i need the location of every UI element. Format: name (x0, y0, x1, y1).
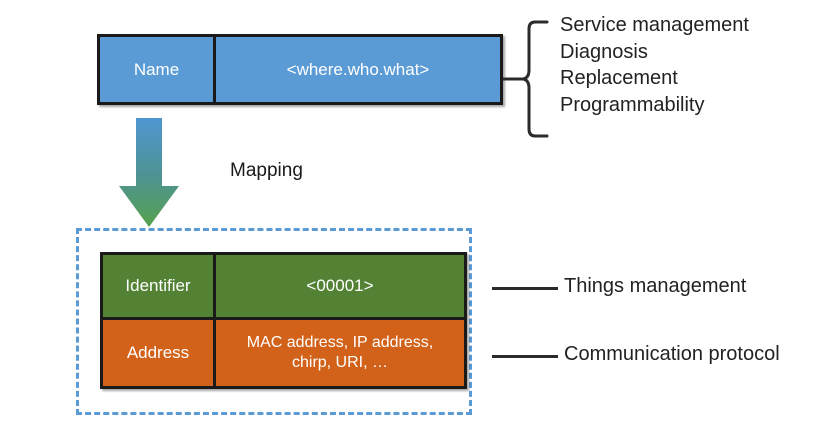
address-row: Address MAC address, IP address, chirp, … (100, 320, 467, 389)
identifier-row: Identifier <00001> (100, 252, 467, 320)
capability-service-management: Service management (560, 14, 749, 36)
capability-replacement: Replacement (560, 67, 678, 90)
address-value-line-2: chirp, URI, … (291, 354, 388, 371)
identifier-label-cell: Identifier (103, 255, 216, 317)
identifier-leader-line (492, 287, 558, 290)
name-row: Name <where.who.what> (97, 34, 503, 105)
mapping-label: Mapping (230, 160, 303, 181)
identifier-side-label: Things management (564, 275, 747, 297)
name-label-cell: Name (100, 37, 216, 102)
capability-programmability: Programmability (560, 93, 705, 116)
address-value-cell: MAC address, IP address, chirp, URI, … (216, 320, 464, 386)
things-layer-boundary (76, 228, 472, 415)
address-value-line-1: MAC address, IP address, (246, 334, 434, 351)
curly-brace-icon (503, 20, 549, 138)
top-capability-list: Service management Diagnosis Replacement… (560, 12, 822, 118)
identifier-value-cell: <00001> (216, 255, 464, 317)
capability-diagnosis: Diagnosis (560, 40, 648, 63)
name-value-cell: <where.who.what> (216, 37, 500, 102)
address-side-label: Communication protocol (564, 343, 780, 365)
address-leader-line (492, 355, 558, 358)
down-arrow-icon (119, 118, 179, 227)
address-label-cell: Address (103, 320, 216, 386)
